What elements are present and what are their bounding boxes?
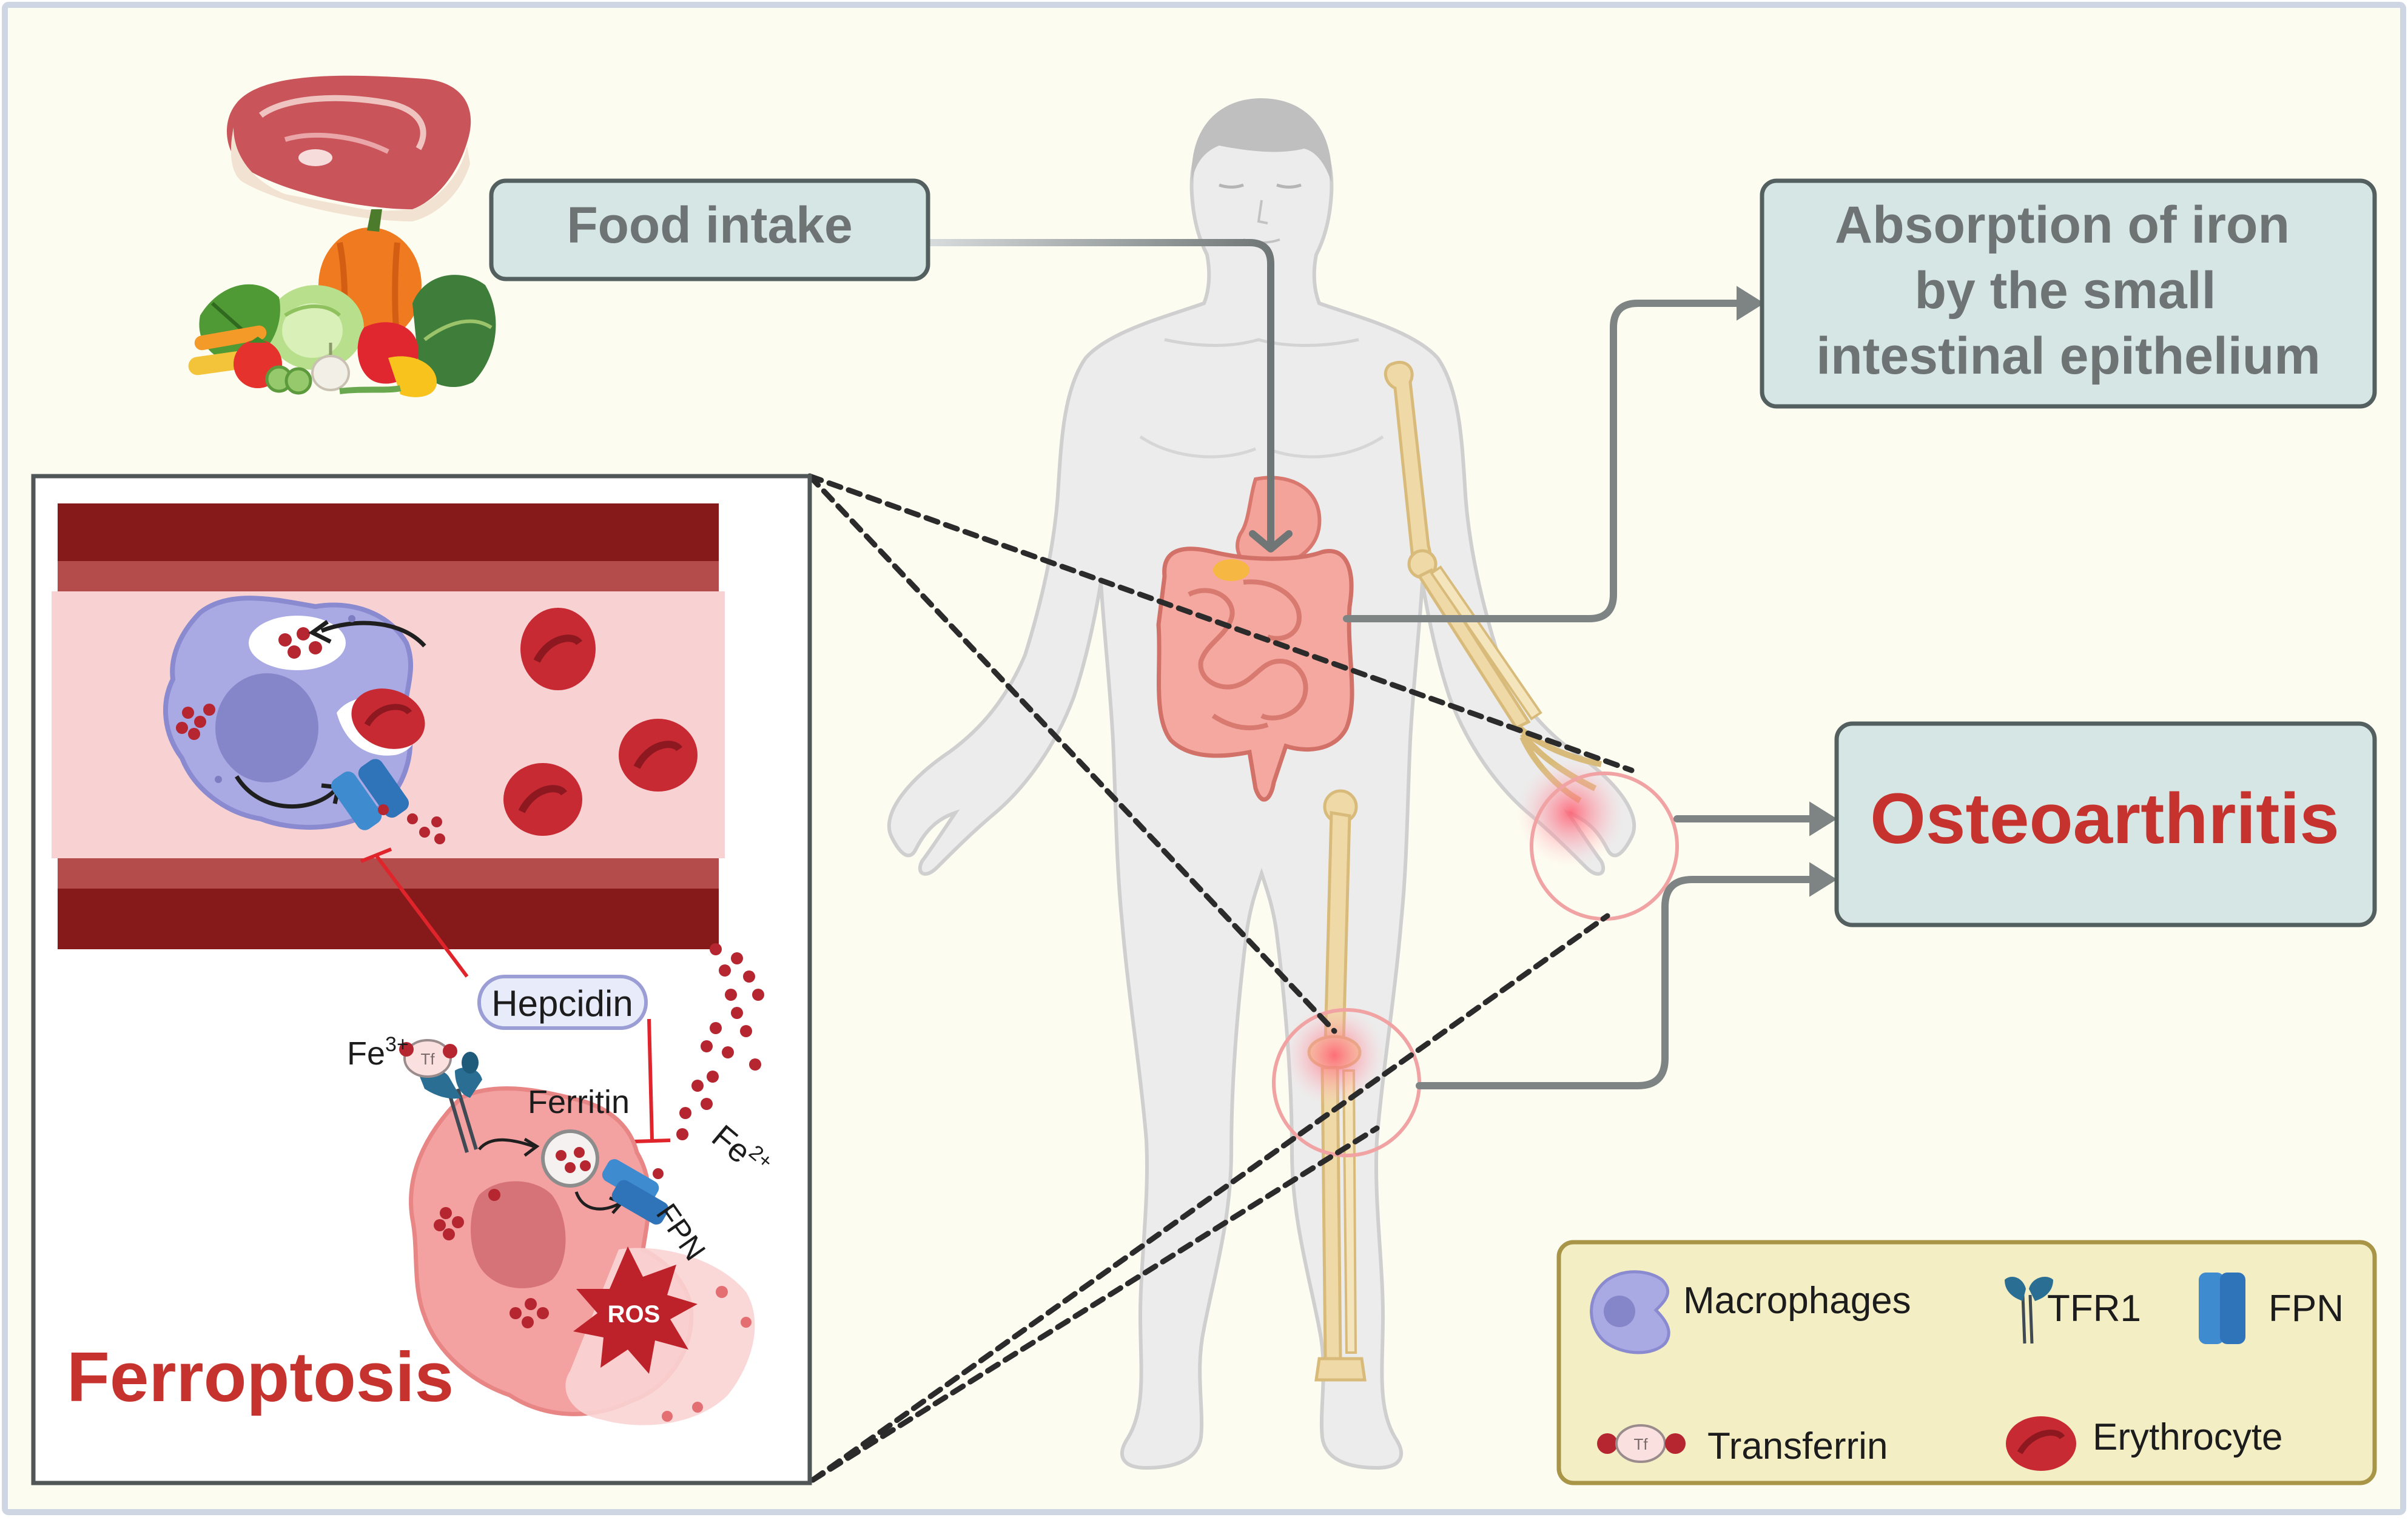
ferroptosis-inset: Hepcidin Fe2+: [31, 474, 812, 1485]
hair: [1191, 98, 1332, 182]
fe2-ions: [676, 943, 764, 1140]
absorption-label-line2: by the small: [1914, 261, 2216, 320]
ros-label: ROS: [608, 1301, 661, 1328]
hepcidin-label: Hepcidin: [491, 983, 633, 1024]
fpn-channel-cell: [602, 1159, 669, 1225]
food-to-gut-arrow: [924, 239, 1274, 546]
legend-transferrin-icon: Tf: [1597, 1424, 1686, 1463]
legend-tfr1-label: TFR1: [2047, 1288, 2141, 1330]
tf-label: Tf: [420, 1050, 435, 1068]
gut-to-absorption-arrow: [1343, 300, 1751, 622]
osteoarthritis-box: Osteoarthritis: [1834, 721, 2377, 927]
food-intake-box: Food intake: [489, 178, 930, 281]
absorption-label-line1: Absorption of iron: [1835, 196, 2290, 254]
transferrin-bound: Tf: [399, 1039, 457, 1078]
zoom-lines: [807, 473, 1635, 1483]
food-illustration: [188, 75, 496, 397]
vegetables-icon: [188, 209, 496, 397]
ferritin-label: Ferritin: [528, 1084, 630, 1120]
erythrocytes: [503, 608, 698, 836]
human-body-illustration: [887, 98, 1679, 1470]
hepcidin-label-box: Hepcidin: [477, 975, 648, 1030]
knee-inflammation: [1283, 1004, 1386, 1107]
ferritin-vesicle: [541, 1129, 599, 1188]
erythrocyte-1: [520, 608, 596, 690]
digestive-tract: [1156, 476, 1354, 802]
legend-fpn-icon: [2199, 1273, 2245, 1344]
absorption-box: Absorption of iron by the small intestin…: [1760, 178, 2377, 409]
hepcidin-inhibition: [360, 847, 671, 1143]
osteoarthritis-label: Osteoarthritis: [1870, 779, 2339, 859]
legend-tf-label: Tf: [1633, 1435, 1648, 1453]
steak-icon: [226, 75, 471, 221]
fe3-label: Fe3+: [347, 1033, 409, 1072]
absorption-label-line3: intestinal epithelium: [1816, 327, 2320, 385]
legend: Macrophages TFR1 FPN Tf Transferrin Eryt…: [1556, 1240, 2377, 1485]
knee-to-oa-arrow: [1416, 876, 1820, 1089]
macrophage-cell: [163, 596, 426, 830]
erythrocyte-3: [503, 763, 582, 836]
legend-macrophage-icon: [1590, 1270, 1670, 1354]
ferroptosis-title: Ferroptosis: [67, 1337, 454, 1416]
fpn-channel-macrophage: [331, 759, 445, 844]
erythrocyte-2: [619, 719, 698, 792]
food-intake-label: Food intake: [567, 197, 852, 254]
legend-box: [1556, 1240, 2377, 1485]
legend-erythrocyte-icon: [2006, 1416, 2076, 1471]
wrist-inflammation: [1516, 758, 1626, 867]
connectors: [807, 239, 1837, 1483]
legend-fpn-label: FPN: [2268, 1288, 2344, 1330]
legend-erythrocyte-label: Erythrocyte: [2093, 1416, 2283, 1458]
legend-tfr1-icon: [2005, 1277, 2053, 1344]
legend-macrophages-label: Macrophages: [1683, 1280, 1911, 1322]
legend-transferrin-label: Transferrin: [1707, 1425, 1888, 1467]
ros-burst: ROS: [573, 1246, 698, 1374]
